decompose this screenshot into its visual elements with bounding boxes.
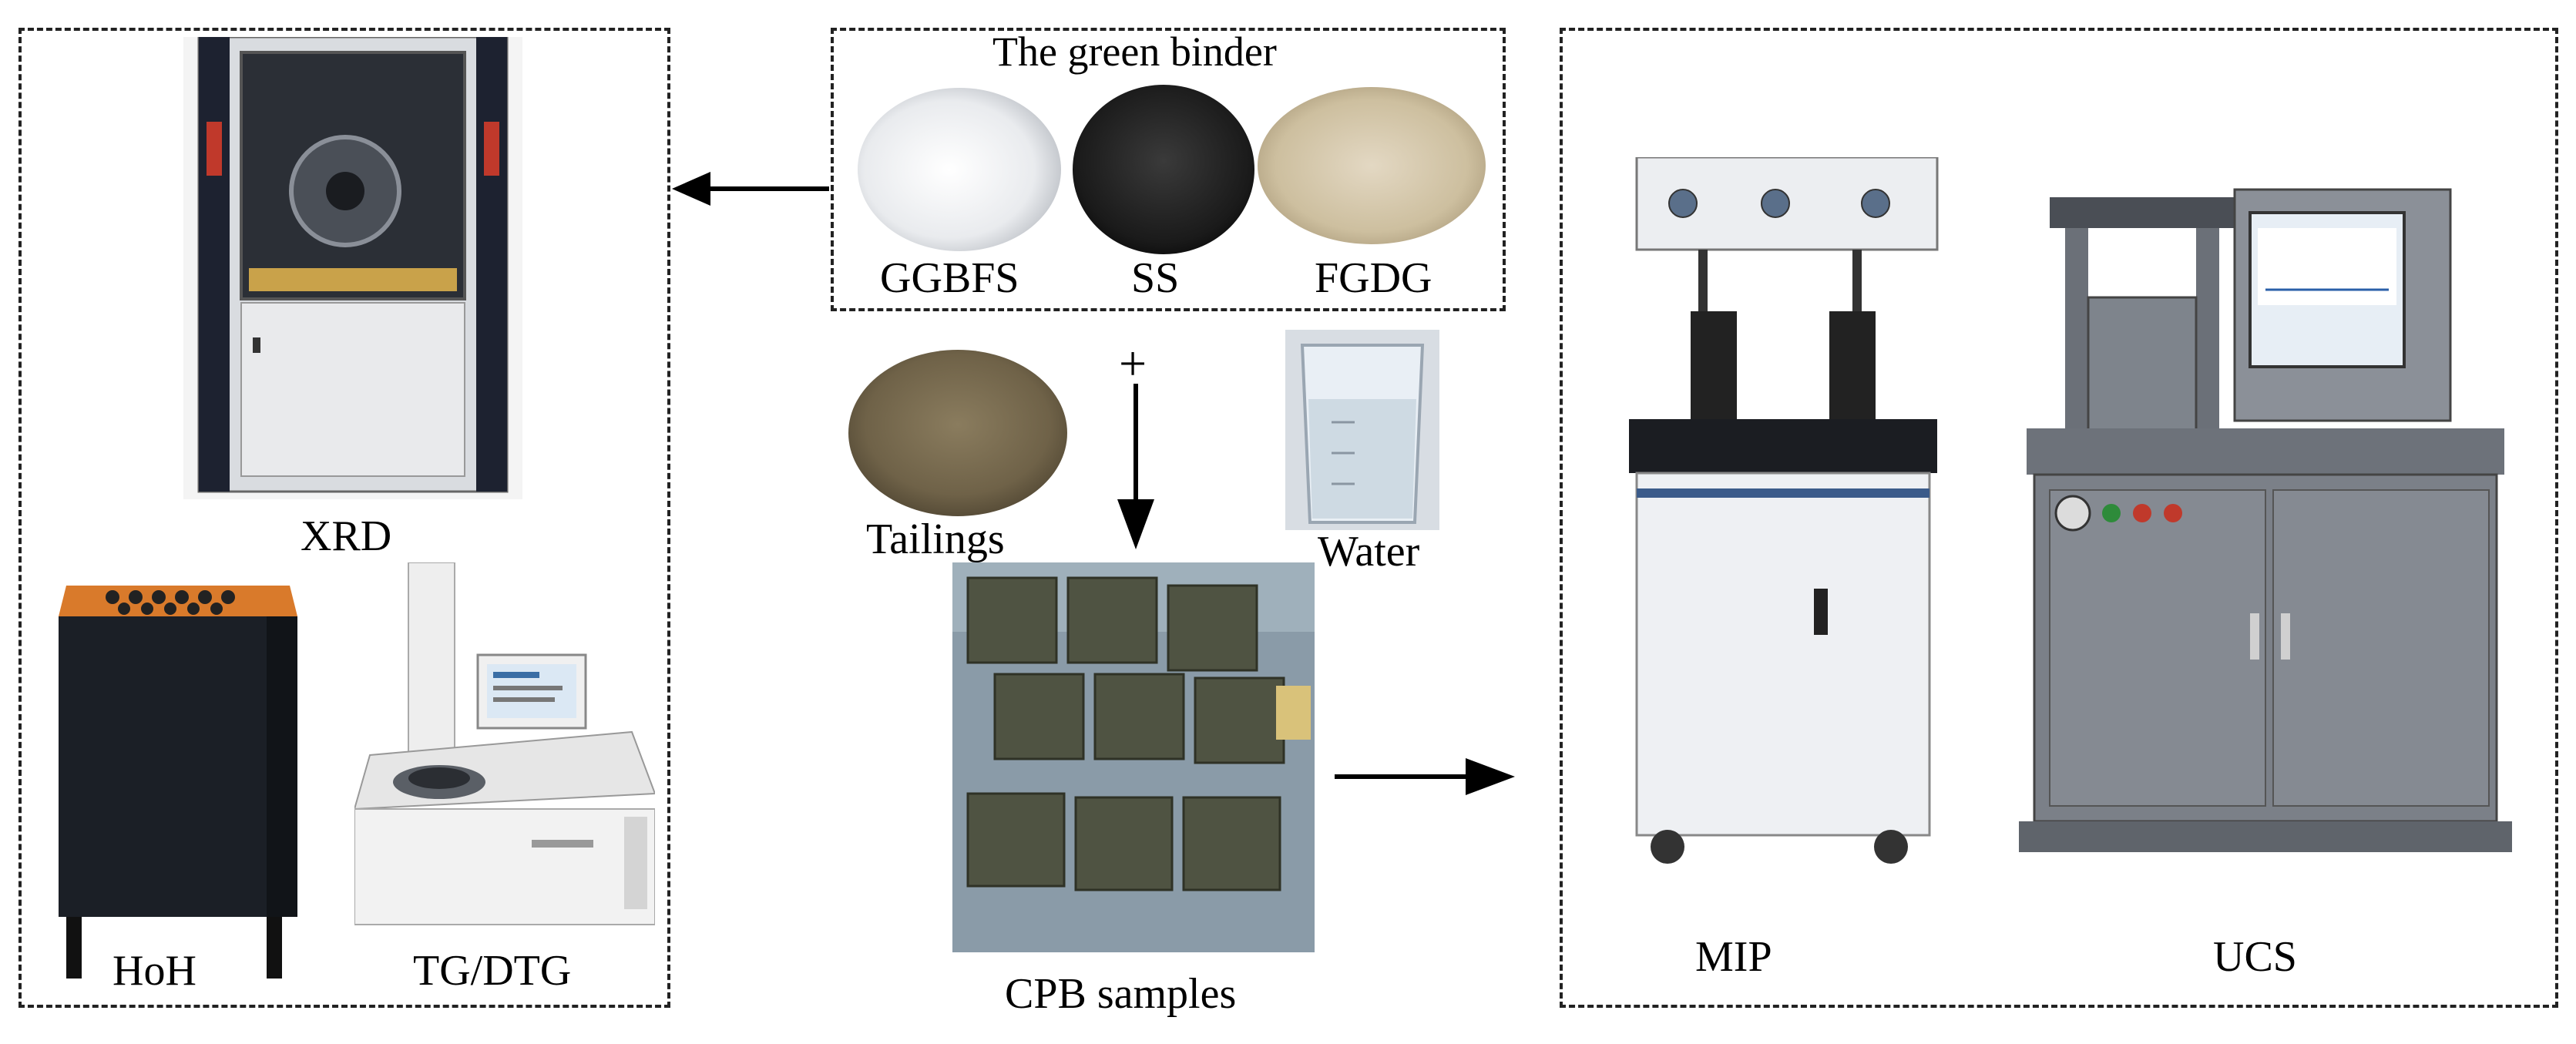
plus-sign: + — [1119, 336, 1147, 391]
arrow-to-microstructure — [672, 172, 829, 206]
ss-label: SS — [1131, 254, 1180, 302]
arrow-down-to-samples — [1117, 384, 1154, 549]
fgdg-label: FGDG — [1315, 254, 1432, 302]
cpb-samples-image — [952, 562, 1315, 952]
water-beaker-image — [1285, 330, 1439, 530]
ggbfs-powder-image — [855, 83, 1063, 253]
tailings-label: Tailings — [866, 515, 1005, 563]
ss-powder-image — [1071, 83, 1256, 257]
hoh-instrument-image — [59, 562, 305, 979]
binder-title: The green binder — [992, 29, 1277, 75]
tgdtg-label: TG/DTG — [413, 947, 572, 995]
fgdg-powder-image — [1256, 85, 1487, 247]
xrd-label: XRD — [301, 512, 392, 560]
microstructure-tests-box — [18, 28, 670, 1008]
xrd-instrument-image — [183, 37, 522, 499]
tailings-powder-image — [846, 347, 1070, 520]
mip-label: MIP — [1695, 933, 1772, 981]
green-binder-box — [831, 28, 1506, 311]
tgdtg-instrument-image — [354, 562, 655, 932]
ucs-instrument-image — [2019, 182, 2512, 860]
hoh-label: HoH — [113, 947, 196, 995]
ggbfs-label: GGBFS — [880, 254, 1019, 302]
arrow-to-mechanical-tests — [1335, 758, 1515, 795]
water-label: Water — [1318, 528, 1420, 576]
ucs-label: UCS — [2213, 933, 2297, 981]
mechanical-tests-box — [1560, 28, 2558, 1008]
cpb-samples-label: CPB samples — [1005, 970, 1237, 1018]
mip-instrument-image — [1621, 157, 1945, 874]
